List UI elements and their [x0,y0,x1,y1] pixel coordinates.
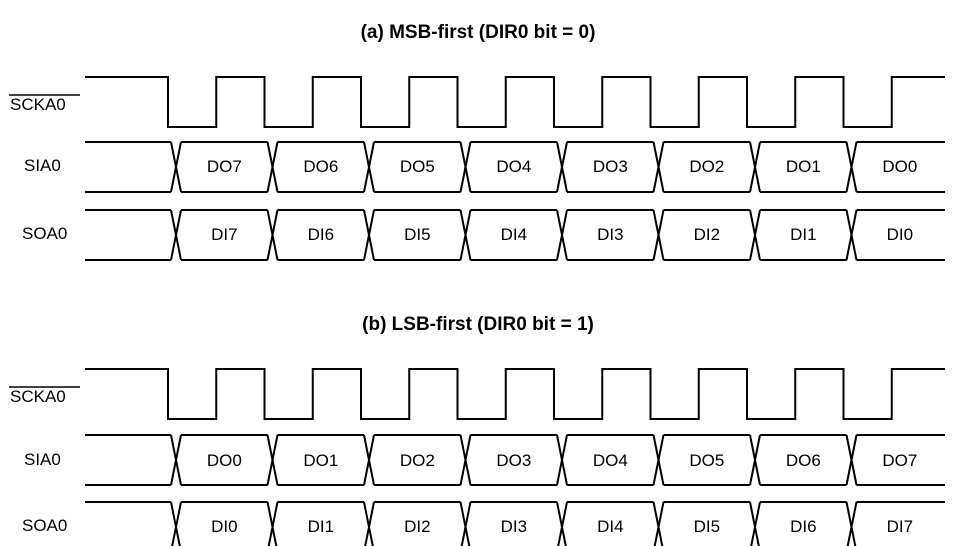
diagram-a-soa0-cell: DI5 [404,225,430,244]
diagram-b-clock-waveform [85,368,945,420]
diagram-a-clock-row: SCKA0 [9,76,945,128]
diagram-b-sia0-cell: DO0 [207,451,242,470]
diagram-b-sia0-cell: DO6 [786,451,821,470]
diagram-a-sia0-waveform [85,141,945,193]
diagram-b-title: (b) LSB-first (DIR0 bit = 1) [362,314,594,335]
diagram-b-sia0-cell: DO2 [400,451,435,470]
diagram-a-sia0-cell: DO5 [400,157,435,176]
diagram-b-soa0-cell: DI5 [694,517,720,536]
diagram-a-soa0-row: SOA0 DI7 DI6 DI5 DI4 DI3 DI2 DI1 DI0 [22,209,945,261]
diagram-a-sia0-cell: DO0 [882,157,917,176]
diagram-b-sia0-cell: DO3 [496,451,531,470]
diagram-b-sia0-cell: DO7 [882,451,917,470]
diagram-b-sia0-cells: DO0 DO1 DO2 DO3 DO4 DO5 DO6 DO7 [207,451,917,470]
diagram-b-sia0-waveform [85,434,945,486]
diagram-a-clock-label: SCKA0 [10,95,66,114]
diagram-a-soa0-cell: DI4 [501,225,527,244]
diagram-a-sia0-cell: DO4 [496,157,531,176]
diagram-a-soa0-cell: DI1 [790,225,816,244]
diagram-b-soa0-cell: DI7 [887,517,913,536]
diagram-b-soa0-cells: DI0 DI1 DI2 DI3 DI4 DI5 DI6 DI7 [211,517,913,536]
diagram-a-soa0-label: SOA0 [22,224,67,243]
diagram-b-soa0-cell: DI0 [211,517,237,536]
diagram-b-sia0-cell: DO5 [689,451,724,470]
diagram-a-title: (a) MSB-first (DIR0 bit = 0) [361,22,596,43]
diagram-a: (a) MSB-first (DIR0 bit = 0) SCKA0 SIA0 … [9,22,945,261]
diagram-b-soa0-row: SOA0 DI0 DI1 DI2 DI3 DI4 DI5 DI6 DI7 [22,501,945,546]
diagram-b-sia0-cell: DO1 [303,451,338,470]
diagram-a-soa0-cell: DI3 [597,225,623,244]
diagram-a-sia0-cell: DO6 [303,157,338,176]
diagram-b-sia0-cell: DO4 [593,451,628,470]
diagram-b-soa0-waveform [85,501,945,546]
diagram-b-sia0-row: SIA0 DO0 DO1 DO2 DO3 DO4 DO5 DO6 DO7 [24,434,945,486]
diagram-a-soa0-cell: DI2 [694,225,720,244]
diagram-b-soa0-label: SOA0 [22,516,67,535]
diagram-b-soa0-cell: DI6 [790,517,816,536]
diagram-b-soa0-cell: DI3 [501,517,527,536]
diagram-a-soa0-cell: DI7 [211,225,237,244]
diagram-a-soa0-cell: DI6 [308,225,334,244]
diagram-a-sia0-label: SIA0 [24,156,61,175]
diagram-a-sia0-row: SIA0 DO7 DO6 DO5 DO4 DO3 DO2 DO1 DO0 [24,141,945,193]
diagram-a-clock-waveform [85,76,945,128]
diagram-b-clock-row: SCKA0 [9,368,945,420]
diagram-a-sia0-cell: DO7 [207,157,242,176]
diagram-b-sia0-label: SIA0 [24,450,61,469]
diagram-a-sia0-cells: DO7 DO6 DO5 DO4 DO3 DO2 DO1 DO0 [207,157,917,176]
diagram-a-sia0-cell: DO2 [689,157,724,176]
diagram-b-soa0-cell: DI1 [308,517,334,536]
diagram-a-soa0-waveform [85,209,945,261]
diagram-b-soa0-cell: DI4 [597,517,623,536]
diagram-b-soa0-cell: DI2 [404,517,430,536]
diagram-a-soa0-cells: DI7 DI6 DI5 DI4 DI3 DI2 DI1 DI0 [211,225,913,244]
diagram-a-sia0-cell: DO1 [786,157,821,176]
diagram-b-clock-label: SCKA0 [10,387,66,406]
diagram-a-sia0-cell: DO3 [593,157,628,176]
diagram-b: (b) LSB-first (DIR0 bit = 1) SCKA0 SIA0 … [9,314,945,546]
diagram-a-soa0-cell: DI0 [887,225,913,244]
